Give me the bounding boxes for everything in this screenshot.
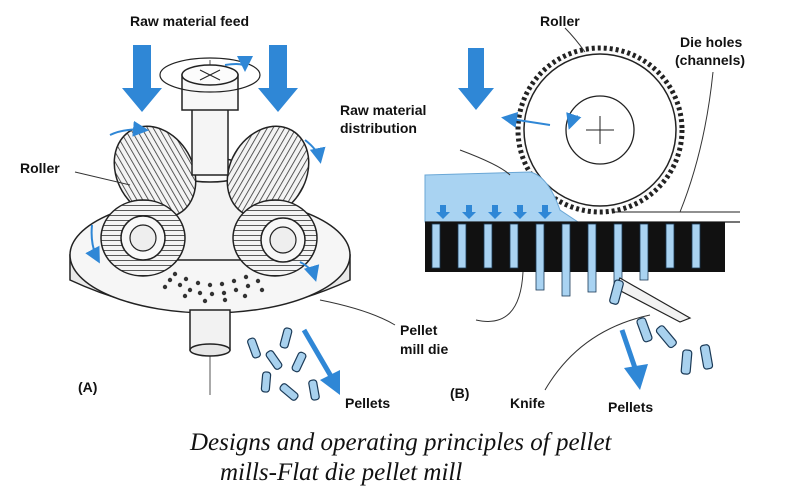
caption-line-1: Designs and operating principles of pell…	[190, 429, 612, 456]
roller-front-right	[232, 199, 318, 277]
pellet-out-arrow-left	[301, 328, 335, 380]
label-raw-material-distribution-2: distribution	[340, 120, 417, 136]
label-pellet-mill-die-1: Pellet	[400, 322, 438, 338]
die-channel	[535, 223, 545, 291]
die-channel	[509, 223, 519, 269]
die-channel	[665, 223, 675, 269]
panel-b-leader-lines	[459, 27, 714, 391]
rotation-arrows	[85, 55, 326, 282]
caption-line-2: mills-Flat die pellet mill	[220, 459, 463, 486]
die-hole-dots	[162, 271, 265, 304]
knife-blade	[614, 277, 692, 323]
label-pellet-mill-die-2: mill die	[400, 341, 448, 357]
panel-a-leader-lines	[74, 171, 396, 326]
die-channel	[639, 223, 649, 281]
distribution-direction-arrow	[501, 111, 551, 128]
feed-arrows	[122, 45, 298, 112]
top-shaft	[159, 57, 261, 176]
label-raw-material-feed: Raw material feed	[130, 13, 249, 29]
label-pellets-right: Pellets	[608, 399, 653, 415]
die-channel	[691, 223, 701, 269]
figure-caption: Designs and operating principles of pell…	[190, 428, 790, 488]
label-raw-material-distribution-1: Raw material	[340, 102, 426, 118]
die-channel	[431, 223, 441, 269]
die-channel	[561, 223, 571, 297]
pellet-out-arrow-right	[619, 329, 638, 369]
label-pellets-left: Pellets	[345, 395, 390, 411]
pellets-left	[247, 327, 320, 401]
die-channel	[587, 223, 597, 293]
panel-b-illustration	[424, 27, 740, 391]
die-channel	[457, 223, 467, 269]
label-panel-b: (B)	[450, 385, 469, 401]
die-plate	[425, 222, 725, 272]
pellets-right	[609, 279, 714, 375]
label-knife: Knife	[510, 395, 545, 411]
gear-roller	[515, 45, 685, 215]
label-roller-left: Roller	[20, 160, 60, 176]
raw-material-layer	[424, 171, 580, 223]
label-panel-a: (A)	[78, 379, 97, 395]
die-channels	[431, 223, 701, 297]
feed-arrow-right	[458, 48, 494, 110]
distribution-arrows	[436, 205, 552, 219]
die-channel	[483, 223, 493, 269]
panel-a-illustration	[69, 45, 396, 401]
roller-front-left	[100, 199, 186, 277]
label-die-holes: Die holes	[680, 34, 742, 50]
label-roller-right: Roller	[540, 13, 580, 29]
label-die-holes-channels: (channels)	[675, 52, 745, 68]
